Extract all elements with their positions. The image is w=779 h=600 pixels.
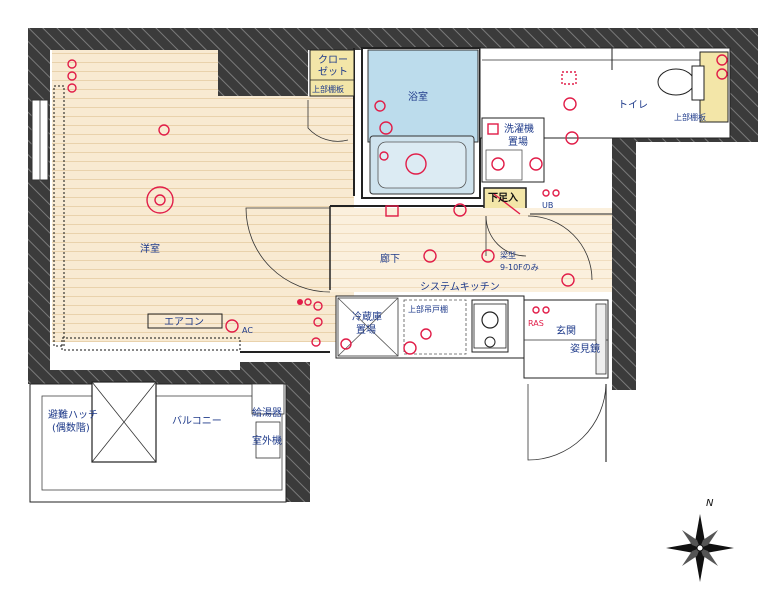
beam-label-1: 梁型 — [500, 251, 516, 260]
ras-label: RAS — [528, 319, 544, 328]
hatch-label-2: (偶数階) — [52, 421, 90, 434]
upper-shelf-label-1: 上部棚板 — [312, 84, 344, 94]
fridge-label-2: 置場 — [356, 323, 376, 336]
balcony — [29, 383, 287, 503]
western-room-floor-top — [52, 50, 218, 98]
insulation-line — [53, 85, 65, 347]
hatch-label-1: 避難ハッチ — [48, 408, 98, 421]
upper-shelf-label-2: 上部棚板 — [674, 112, 706, 122]
outdoor-unit-label: 室外機 — [252, 434, 282, 447]
ub-label: UB — [542, 201, 553, 210]
washer-label-2: 置場 — [508, 135, 528, 148]
entrance-label: 玄関 — [556, 324, 576, 337]
bathroom-label: 浴室 — [408, 90, 428, 103]
toilet-label: トイレ — [618, 100, 648, 111]
western-room-label: 洋室 — [140, 242, 160, 255]
mirror-label: 姿見鏡 — [570, 342, 600, 355]
shoe-cabinet-label: 下足入 — [488, 192, 518, 204]
closet-label-2: ゼット — [318, 66, 348, 78]
stove — [471, 299, 509, 353]
compass: N — [666, 498, 734, 582]
upper-cabinet-label: 上部吊戸棚 — [408, 304, 448, 314]
aircon-unit — [147, 313, 223, 329]
closet — [309, 49, 355, 97]
hallway-label: 廊下 — [380, 252, 400, 265]
aircon-label: エアコン — [164, 317, 204, 328]
washer-label-1: 洗濯機 — [504, 122, 534, 135]
beam-label-2: 9-10Fのみ — [500, 263, 539, 272]
fridge-label-1: 冷蔵庫 — [352, 310, 382, 323]
closet-label-1: クロー — [318, 54, 348, 66]
water-heater-box — [251, 383, 285, 415]
ac-label: AC — [242, 326, 253, 335]
hallway — [330, 208, 612, 292]
entrance — [523, 299, 609, 379]
kitchen-label: システムキッチン — [420, 281, 500, 293]
outdoor-unit-box — [255, 421, 281, 459]
toilet-shelf — [699, 51, 729, 123]
toilet-bowl — [657, 68, 695, 96]
compass-north-label: N — [706, 498, 714, 509]
electrical-symbols — [67, 54, 728, 355]
water-heater-label: 給湯器 — [252, 406, 282, 419]
balcony-label: バルコニー — [172, 415, 222, 427]
western-room-floor — [52, 96, 354, 342]
